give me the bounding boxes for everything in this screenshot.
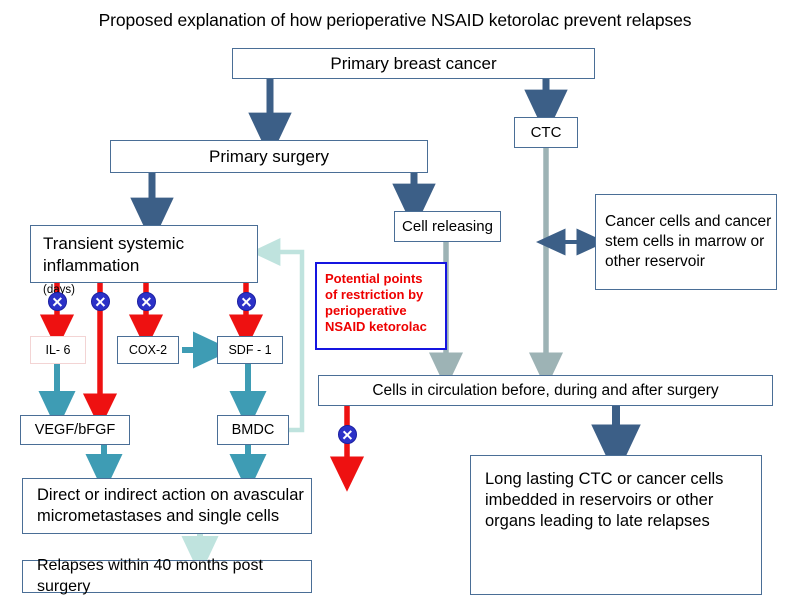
inhibition-point-icon-circulation — [337, 425, 357, 444]
node-vegf-bfgf[interactable]: VEGF/bFGF — [20, 415, 130, 445]
node-direct-or-indirect-action-label: Direct or indirect action on avascular m… — [37, 486, 304, 526]
node-il6-label: IL- 6 — [45, 343, 71, 357]
node-primary-breast-cancer-label: Primary breast cancer — [330, 53, 497, 73]
node-sdf1-label: SDF - 1 — [228, 343, 272, 357]
node-cell-releasing-label: Cell releasing — [402, 217, 493, 235]
node-primary-surgery[interactable]: Primary surgery — [110, 140, 428, 173]
node-sdf1[interactable]: SDF - 1 — [217, 336, 283, 364]
node-primary-breast-cancer[interactable]: Primary breast cancer — [232, 48, 595, 79]
node-transient-systemic-inflammation[interactable]: Transient systemic inflammation (days) — [30, 225, 258, 296]
diagram-title: Proposed explanation of how perioperativ… — [98, 10, 692, 30]
node-long-lasting-ctc-label: Long lasting CTC or cancer cells imbedde… — [485, 470, 724, 531]
node-cell-releasing[interactable]: Cell releasing — [394, 211, 501, 242]
node-cox2-label: COX-2 — [128, 343, 168, 357]
callout-line-2: of restriction by — [325, 286, 424, 302]
node-relapses-40-months-label: Relapses within 40 months post surgery — [37, 557, 263, 595]
inhibition-point-icon-cox2 — [136, 292, 156, 311]
node-il6[interactable]: IL- 6 — [30, 336, 86, 364]
node-cancer-cells-in-marrow-label: Cancer cells and cancer stem cells in ma… — [605, 213, 772, 270]
callout-line-4: NSAID ketorolac — [325, 318, 427, 334]
node-ctc[interactable]: CTC — [514, 117, 578, 148]
node-relapses-40-months[interactable]: Relapses within 40 months post surgery — [22, 557, 312, 595]
node-primary-surgery-label: Primary surgery — [209, 146, 329, 166]
callout-line-3: perioperative — [325, 302, 407, 318]
node-cox2[interactable]: COX-2 — [117, 336, 179, 364]
inhibition-point-icon-il6 — [47, 292, 67, 311]
node-vegf-bfgf-label: VEGF/bFGF — [34, 421, 116, 438]
node-bmdc-label: BMDC — [231, 421, 275, 438]
node-cells-in-circulation[interactable]: Cells in circulation before, during and … — [318, 375, 773, 406]
callout-potential-points-of-restriction[interactable]: Potential points of restriction by perio… — [315, 262, 447, 350]
node-cells-in-circulation-label: Cells in circulation before, during and … — [372, 381, 719, 399]
inhibition-point-icon-sdf1 — [236, 292, 256, 311]
node-transient-systemic-inflammation-label: Transient systemic inflammation — [43, 234, 185, 275]
node-cancer-cells-in-marrow[interactable]: Cancer cells and cancer stem cells in ma… — [595, 194, 777, 290]
node-direct-or-indirect-action[interactable]: Direct or indirect action on avascular m… — [22, 478, 312, 534]
node-transient-systemic-inflammation-subtext: (days) — [43, 283, 75, 296]
inhibition-point-icon-vegf — [90, 292, 110, 311]
callout-line-1: Potential points — [325, 271, 423, 286]
node-bmdc[interactable]: BMDC — [217, 415, 289, 445]
node-long-lasting-ctc[interactable]: Long lasting CTC or cancer cells imbedde… — [470, 455, 762, 595]
node-ctc-label: CTC — [530, 123, 562, 141]
